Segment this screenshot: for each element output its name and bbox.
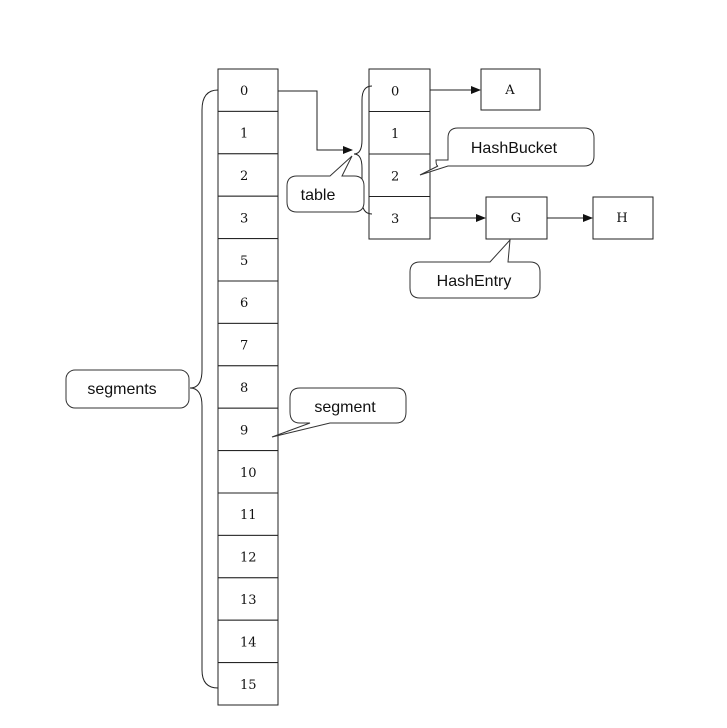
callout-hashbucket: HashBucket	[419, 127, 595, 176]
segment-cell-label: 5	[240, 254, 248, 269]
callout-segment-bubble	[271, 387, 407, 438]
callout-hashentry-text: HashEntry	[437, 273, 512, 290]
table-cell-label: 0	[391, 84, 399, 99]
table-cell-box	[368, 111, 431, 155]
segment-cell-label: 9	[240, 423, 248, 438]
segment-cell-label: 11	[240, 508, 257, 523]
table-cell-box	[368, 153, 431, 197]
table-cell-box	[368, 68, 431, 112]
entry-a: A	[480, 68, 541, 111]
segment-cell-box	[217, 153, 279, 197]
entry-h-label: H	[616, 211, 627, 226]
table-cell-label: 2	[391, 169, 399, 184]
segment-cell-box	[217, 110, 279, 155]
segment-cell-label: 14	[240, 635, 257, 650]
segment-cell-label: 3	[240, 211, 248, 226]
entry-g-box	[485, 196, 548, 240]
table-cell-label: 1	[391, 127, 399, 142]
entry-a-box	[480, 68, 541, 111]
entry-h: H	[592, 196, 654, 240]
segments-brace	[189, 89, 219, 689]
segment-cell-label: 8	[240, 381, 248, 396]
segment-cell-box	[217, 492, 279, 536]
segment-cell-label: 6	[240, 296, 248, 311]
callout-segment: segment	[271, 387, 407, 438]
segment-cell-label: 1	[240, 127, 248, 142]
segment-cell-label: 12	[240, 551, 257, 566]
entry-g-label: G	[511, 211, 521, 226]
callout-hashbucket-bubble	[419, 127, 595, 176]
table-cell-box	[368, 196, 431, 240]
segment-cell-box	[217, 280, 279, 324]
callout-table-text: table	[301, 187, 336, 204]
callout-table-bubble	[286, 155, 365, 213]
segment-cell-box	[217, 662, 279, 706]
arrow-segment0-to-table	[278, 90, 353, 154]
segment-cell-label: 2	[240, 169, 248, 184]
segment-cell-box	[217, 365, 279, 409]
segment-cell-box	[217, 195, 279, 240]
segment-cell-label: 15	[240, 678, 257, 693]
segment-cell-box	[217, 534, 279, 579]
segment-cell-box	[217, 450, 279, 494]
segment-cell-label: 7	[240, 339, 248, 354]
callout-hashbucket-text: HashBucket	[471, 140, 558, 157]
segment-cell-label: 13	[240, 593, 257, 608]
segment-cell-box	[217, 619, 279, 664]
callout-segments-text: segments	[87, 381, 156, 398]
callout-segments: segments	[65, 369, 190, 409]
callout-segment-text: segment	[314, 399, 376, 416]
segment-cell-box	[217, 68, 279, 112]
segment-cell-label: 10	[240, 466, 257, 481]
callout-hashentry: HashEntry	[409, 238, 541, 299]
callout-hashentry-bubble	[409, 238, 541, 299]
table-cell-label: 3	[391, 212, 399, 227]
table-array: 0 1 2 3	[368, 68, 431, 240]
callout-segments-bubble	[65, 369, 190, 409]
callout-table: table	[286, 155, 365, 213]
entry-a-label: A	[504, 83, 515, 98]
entry-h-box	[592, 196, 654, 240]
entry-g: G	[485, 196, 548, 240]
segment-cell-label: 0	[240, 84, 248, 99]
